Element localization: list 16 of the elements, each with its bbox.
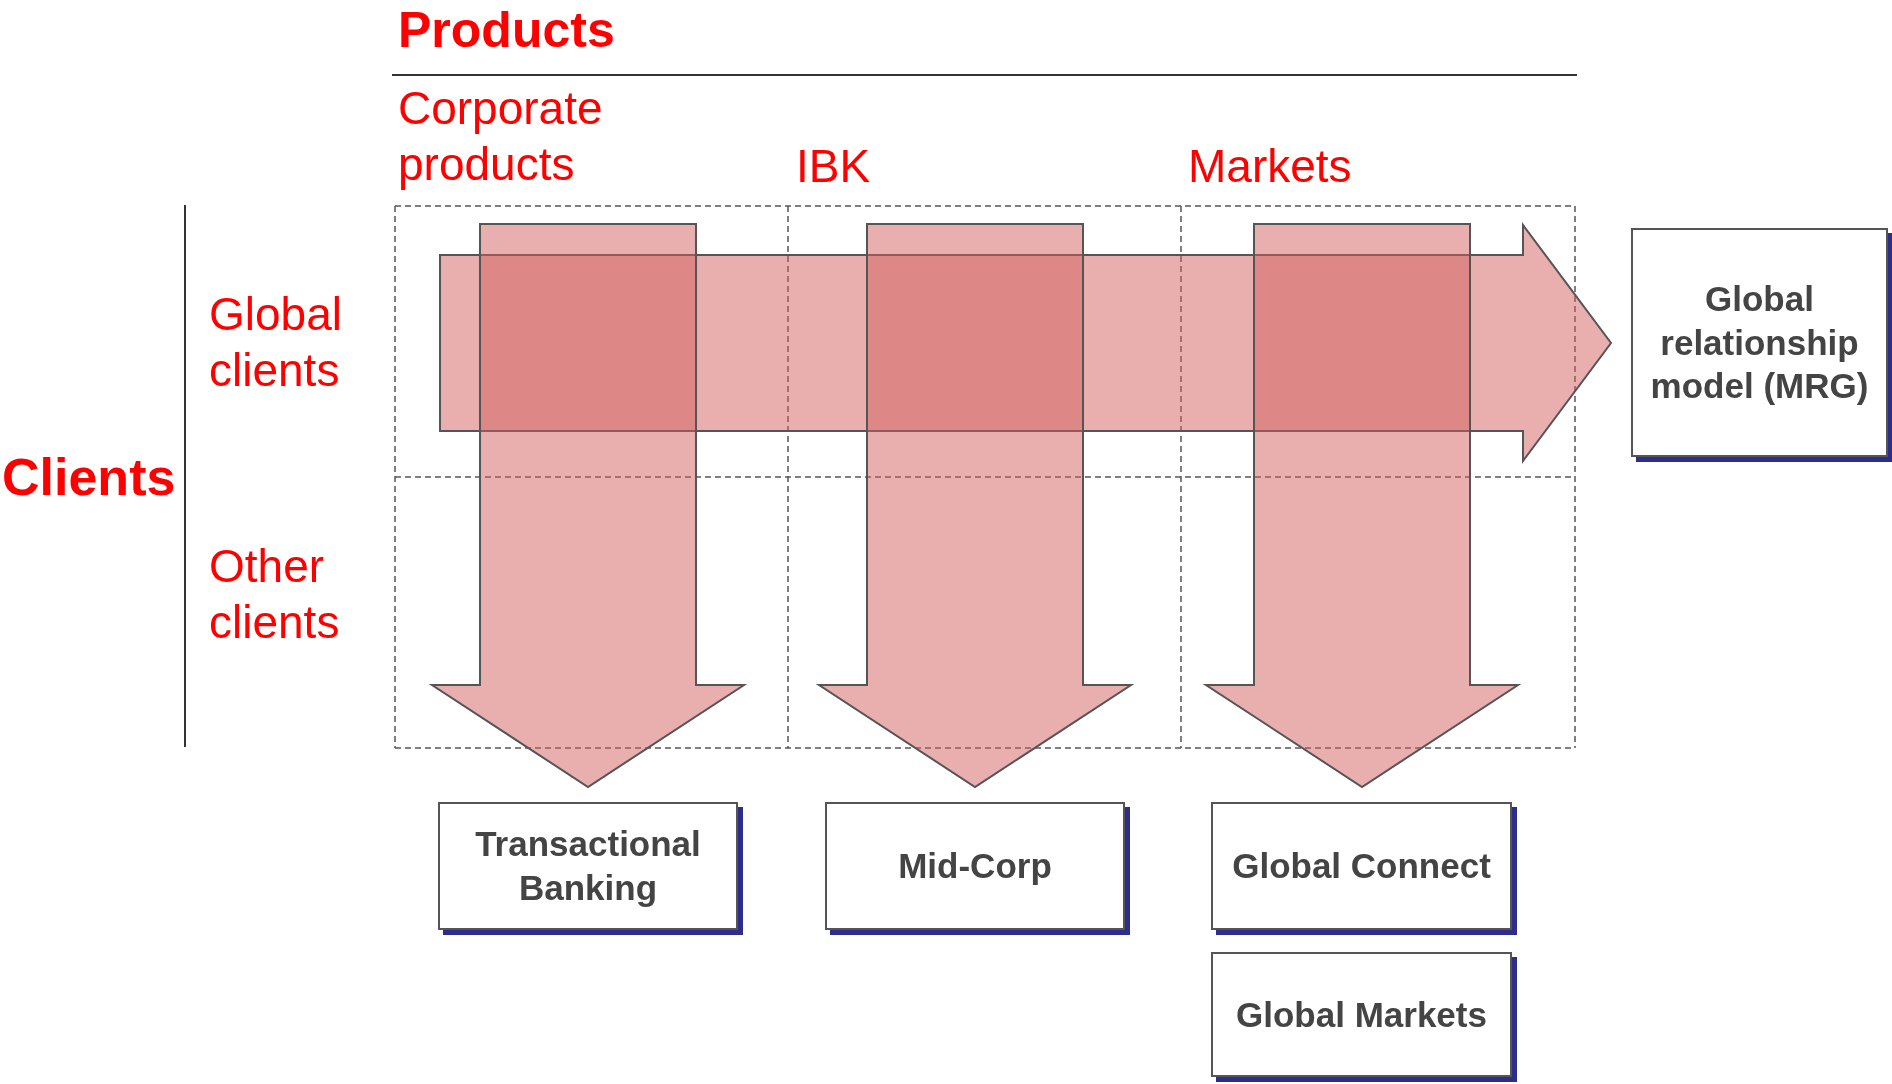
box-label: Global relationship model (MRG) [1649,277,1870,408]
box-label: Global Connect [1232,845,1491,888]
block-arrow [815,223,1135,789]
box-label: Transactional Banking [474,823,702,909]
axis-label: Other clients [209,539,341,651]
axis-label: Markets [1188,139,1353,194]
box-label: Global Markets [1236,993,1487,1036]
axis-label: Global clients [209,287,343,399]
axis-label: Clients [2,447,177,508]
axis-label: Products [398,1,616,60]
block-arrow [1202,223,1522,789]
axis-label: Corporate products [398,81,604,193]
block-arrow [439,222,1613,464]
box-label: Mid-Corp [898,845,1052,888]
block-arrow [428,223,748,789]
axis-label: IBK [796,139,872,194]
